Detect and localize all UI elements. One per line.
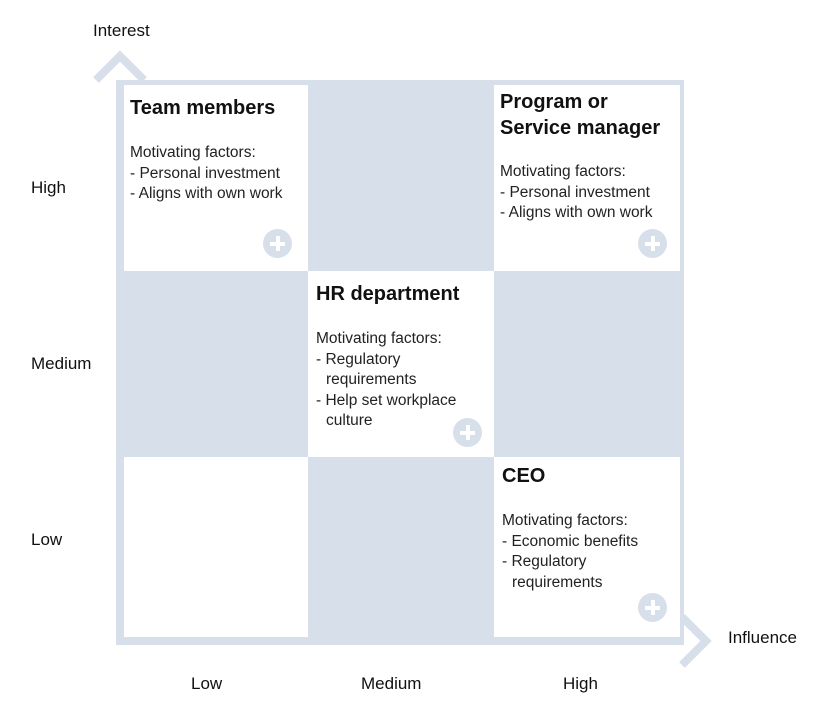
card-team-members-title: Team members [130, 97, 276, 119]
y-axis-arrow-icon [93, 50, 147, 83]
card-ceo-title: CEO [502, 465, 546, 487]
factor-item-continued: requirements [512, 573, 603, 591]
factor-item: - Economic benefits [502, 532, 639, 550]
factor-item: - Aligns with own work [130, 185, 283, 202]
factor-item: - Regulatory [316, 350, 401, 368]
title-line: Service manager [500, 117, 661, 139]
factors-heading: Motivating factors: [500, 163, 626, 180]
factor-item: - Help set workplace [316, 391, 457, 409]
factor-item-continued: requirements [326, 371, 417, 388]
card-program-manager-body: Motivating factors: - Personal investmen… [500, 162, 652, 224]
plus-circle-icon[interactable] [638, 229, 667, 258]
x-level-low: Low [191, 674, 223, 693]
factor-item-continued: culture [326, 412, 373, 429]
factors-heading: Motivating factors: [502, 512, 628, 529]
title-line: Program or [500, 91, 608, 113]
x-level-medium: Medium [361, 674, 422, 693]
cell-low-medium [308, 457, 494, 637]
x-axis-arrow-icon [679, 614, 712, 668]
factor-item: - Aligns with own work [500, 204, 653, 221]
y-axis-title: Interest [93, 21, 150, 40]
x-axis-line [116, 637, 682, 645]
top-border [116, 80, 684, 85]
factors-heading: Motivating factors: [130, 144, 256, 161]
y-axis-line [116, 80, 124, 644]
cell-medium-high [494, 271, 679, 457]
card-program-manager-title: Program or Service manager [500, 89, 660, 141]
plus-circle-icon[interactable] [638, 593, 667, 622]
y-level-high: High [31, 178, 66, 197]
factor-item: - Personal investment [500, 183, 650, 201]
y-level-medium: Medium [31, 354, 92, 373]
card-team-members-body: Motivating factors: - Personal investmen… [130, 143, 282, 205]
plus-circle-icon[interactable] [453, 418, 482, 447]
factor-item: - Personal investment [130, 164, 280, 182]
y-level-low: Low [31, 530, 63, 549]
right-border [679, 80, 684, 645]
x-level-high: High [563, 674, 598, 693]
card-ceo-body: Motivating factors: - Economic benefits … [502, 511, 638, 593]
cell-low-low [124, 457, 310, 637]
plus-circle-icon[interactable] [263, 229, 292, 258]
factor-item: - Regulatory [502, 553, 587, 570]
factors-heading: Motivating factors: [316, 330, 442, 347]
cell-medium-low [124, 271, 310, 457]
card-hr-department-title: HR department [316, 283, 460, 305]
cell-high-medium [308, 85, 494, 271]
x-axis-title: Influence [728, 628, 797, 647]
card-hr-department-body: Motivating factors: - Regulatory require… [316, 329, 456, 432]
